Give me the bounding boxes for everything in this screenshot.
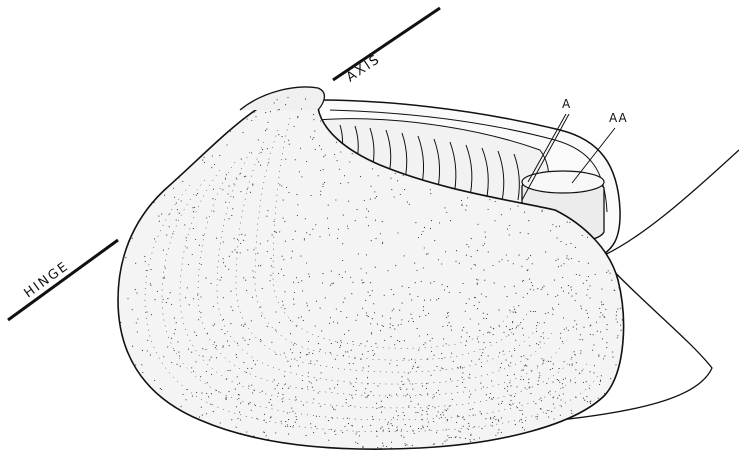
label-aa: AA bbox=[609, 111, 628, 125]
label-a: A bbox=[562, 97, 571, 111]
hinge-line bbox=[8, 240, 118, 320]
axis-label: AXIS bbox=[344, 52, 384, 86]
umbo bbox=[240, 87, 324, 110]
